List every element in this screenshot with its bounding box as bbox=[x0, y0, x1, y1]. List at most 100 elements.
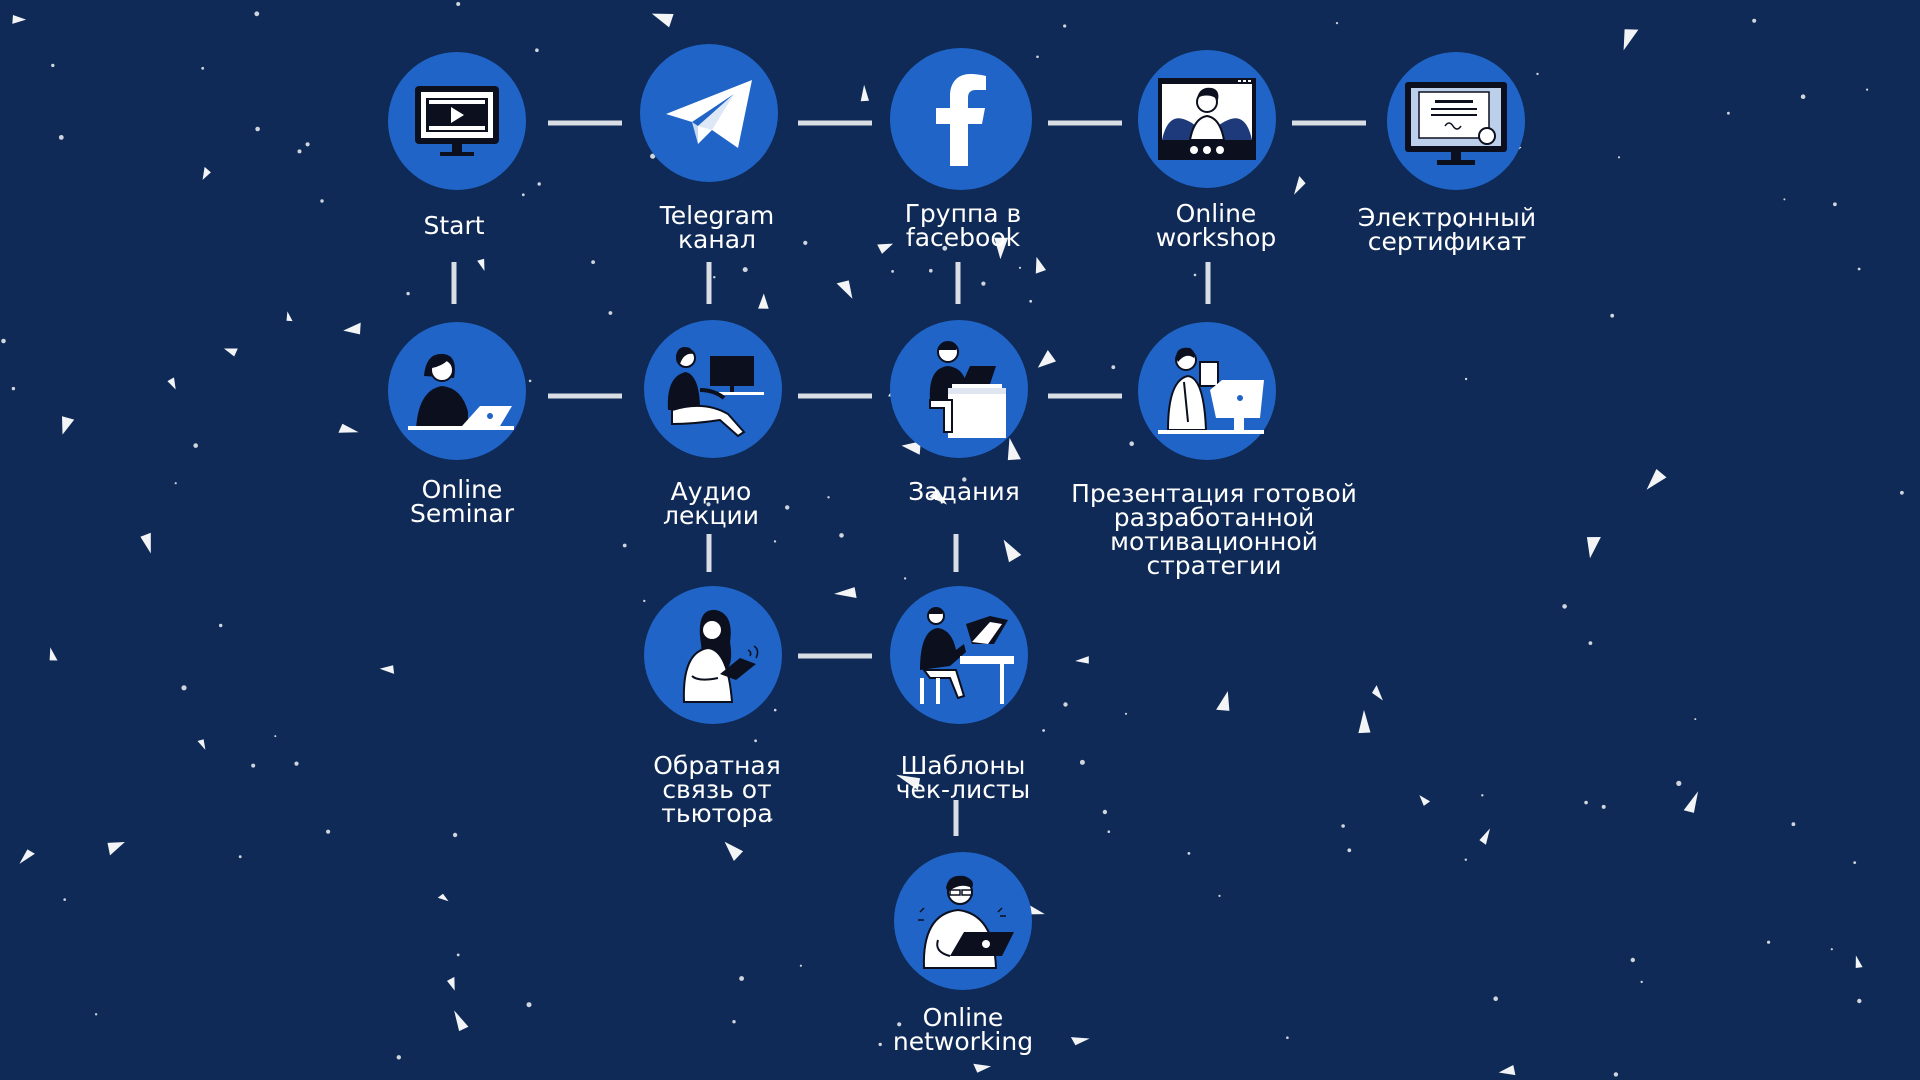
confetti-speck bbox=[202, 166, 211, 180]
person-computer-icon bbox=[920, 607, 1014, 704]
node-workshop bbox=[1138, 50, 1276, 188]
confetti-speck bbox=[1029, 299, 1033, 303]
confetti-speck bbox=[254, 11, 260, 17]
confetti-speck bbox=[1640, 980, 1643, 984]
confetti-speck bbox=[713, 276, 716, 279]
confetti-speck bbox=[297, 149, 302, 154]
confetti-speck bbox=[1193, 273, 1197, 277]
confetti-speck bbox=[379, 665, 395, 674]
confetti-speck bbox=[622, 543, 627, 548]
confetti-speck bbox=[140, 532, 151, 554]
node-templates bbox=[890, 586, 1028, 724]
confetti-speck bbox=[63, 898, 66, 901]
confetti-speck bbox=[1079, 759, 1085, 765]
confetti-speck bbox=[94, 1013, 98, 1016]
confetti-speck bbox=[251, 763, 256, 768]
confetti-speck bbox=[223, 348, 238, 357]
confetti-speck bbox=[1623, 29, 1639, 51]
confetti-speck bbox=[1372, 685, 1383, 701]
confetti-speck bbox=[396, 1055, 401, 1060]
confetti-speck bbox=[739, 976, 744, 981]
confetti-speck bbox=[174, 482, 177, 485]
confetti-speck bbox=[994, 237, 1009, 260]
confetti-speck bbox=[773, 708, 777, 712]
confetti-speck bbox=[929, 268, 933, 273]
confetti-speck bbox=[1855, 955, 1863, 968]
confetti-speck bbox=[591, 260, 595, 264]
confetti-speck bbox=[608, 311, 613, 315]
confetti-speck bbox=[1588, 641, 1593, 645]
confetti-speck bbox=[1479, 828, 1490, 845]
confetti-speck bbox=[1037, 350, 1056, 368]
confetti-speck bbox=[785, 505, 790, 510]
confetti-speck bbox=[1063, 702, 1068, 707]
confetti-speck bbox=[197, 739, 206, 750]
person-laptop-icon bbox=[408, 353, 514, 430]
confetti-speck bbox=[1900, 490, 1904, 495]
confetti-speck bbox=[732, 1020, 736, 1024]
confetti-speck bbox=[891, 270, 894, 273]
confetti-speck bbox=[1124, 712, 1128, 715]
confetti-speck bbox=[294, 761, 299, 766]
confetti-speck bbox=[1857, 998, 1862, 1004]
confetti-speck bbox=[1003, 539, 1022, 563]
confetti-speck bbox=[274, 735, 277, 738]
confetti-speck bbox=[903, 577, 907, 580]
node-feedback bbox=[644, 586, 782, 724]
confetti-speck bbox=[1783, 198, 1786, 201]
confetti-speck bbox=[1586, 537, 1601, 559]
node-start bbox=[388, 52, 526, 190]
confetti-speck bbox=[1063, 24, 1067, 28]
confetti-speck bbox=[238, 855, 242, 859]
confetti-speck bbox=[1464, 858, 1468, 861]
confetti-speck bbox=[1536, 72, 1539, 76]
confetti-speck bbox=[1767, 940, 1771, 944]
confetti-speck bbox=[1042, 729, 1045, 732]
confetti-speck bbox=[1419, 795, 1431, 806]
confetti-speck bbox=[773, 540, 777, 543]
confetti-speck bbox=[219, 623, 223, 628]
person-networking-icon bbox=[918, 875, 1014, 969]
label-facebook: Группа в facebook bbox=[904, 199, 1022, 252]
confetti-speck bbox=[286, 311, 293, 322]
confetti-speck bbox=[1694, 718, 1697, 721]
confetti-speck bbox=[447, 976, 455, 991]
confetti-speck bbox=[643, 599, 646, 603]
confetti-speck bbox=[877, 243, 894, 254]
confetti-speck bbox=[799, 964, 803, 967]
confetti-speck bbox=[834, 587, 857, 598]
confetti-speck bbox=[1187, 852, 1191, 855]
confetti-speck bbox=[758, 293, 769, 309]
confetti-speck bbox=[803, 240, 808, 245]
confetti-speck bbox=[1727, 111, 1730, 115]
label-telegram: Telegram канал bbox=[659, 201, 775, 254]
confetti-speck bbox=[901, 441, 921, 455]
label-templates: Шаблоны чек-листы bbox=[895, 751, 1031, 804]
confetti-speck bbox=[201, 66, 205, 70]
confetti-speck bbox=[526, 1002, 532, 1008]
confetti-speck bbox=[1610, 313, 1615, 318]
confetti-speck bbox=[1218, 894, 1221, 898]
node-networking bbox=[894, 852, 1032, 990]
confetti-speck bbox=[452, 832, 458, 838]
confetti-speck bbox=[1129, 441, 1134, 447]
confetti-speck bbox=[537, 182, 541, 186]
label-presentation: Презентация готовой разработанной мотива… bbox=[1071, 479, 1357, 580]
confetti-speck bbox=[1601, 804, 1606, 809]
video-call-icon bbox=[1158, 78, 1256, 160]
confetti-speck bbox=[1683, 791, 1699, 813]
confetti-speck bbox=[1866, 88, 1869, 91]
confetti-speck bbox=[1853, 861, 1857, 864]
confetti-speck bbox=[1294, 176, 1306, 195]
confetti-speck bbox=[1018, 266, 1022, 269]
confetti-speck bbox=[1481, 794, 1484, 797]
confetti-speck bbox=[167, 377, 176, 390]
label-seminar: Online Seminar bbox=[410, 475, 514, 528]
monitor-video-icon bbox=[415, 86, 499, 156]
node-certificate bbox=[1387, 52, 1525, 190]
confetti-speck bbox=[942, 245, 948, 251]
confetti-speck bbox=[1646, 469, 1667, 490]
label-feedback: Обратная связь от тьютора bbox=[653, 751, 781, 828]
confetti-speck bbox=[1111, 365, 1116, 370]
